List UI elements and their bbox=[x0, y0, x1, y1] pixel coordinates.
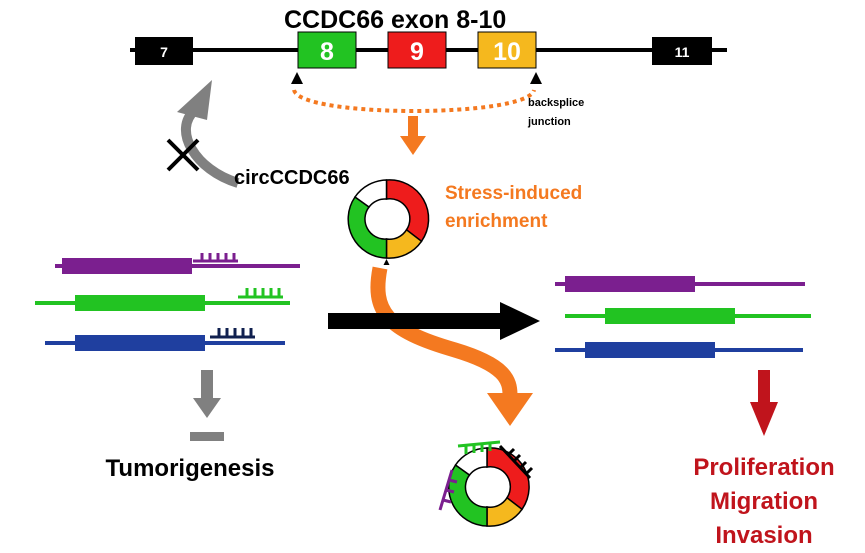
exon-7: 7 bbox=[135, 37, 193, 65]
exon-10-label: 10 bbox=[493, 38, 521, 66]
splice-site-marker-right bbox=[530, 72, 542, 84]
stress-label-line2: enrichment bbox=[445, 211, 548, 232]
circrna-ring-bottom bbox=[447, 447, 530, 527]
gray-inhibit-arrow bbox=[190, 370, 224, 441]
mrna-right-green bbox=[565, 308, 811, 324]
circccdc66-label: circCCDC66 bbox=[234, 167, 350, 189]
outcome-proliferation: Proliferation bbox=[693, 454, 834, 481]
exon-10: 10 bbox=[477, 31, 537, 69]
tumorigenesis-label: Tumorigenesis bbox=[106, 455, 275, 482]
orange-down-arrow bbox=[400, 116, 426, 155]
exon-8: 8 bbox=[297, 31, 357, 69]
black-right-arrow bbox=[328, 302, 540, 340]
mrna-left-blue bbox=[45, 328, 285, 351]
mrna-right-purple bbox=[555, 276, 805, 292]
stress-label-line1: Stress-induced bbox=[445, 183, 582, 204]
diagram-title: CCDC66 exon 8-10 bbox=[284, 6, 506, 34]
gray-curved-arrow bbox=[177, 80, 240, 188]
outcome-invasion: Invasion bbox=[715, 522, 812, 549]
mrna-left-green bbox=[35, 288, 290, 311]
exon-7-label: 7 bbox=[160, 44, 168, 60]
bound-mirna-black bbox=[498, 444, 534, 480]
junction-label: junction bbox=[527, 116, 571, 128]
outcome-migration: Migration bbox=[710, 488, 818, 515]
red-down-arrow bbox=[750, 370, 778, 436]
mrna-right-blue bbox=[555, 342, 803, 358]
block-x-icon bbox=[166, 138, 200, 172]
mrna-left-purple bbox=[55, 253, 300, 274]
exon-11-label: 11 bbox=[675, 44, 690, 60]
exon-8-label: 8 bbox=[320, 38, 334, 66]
circrna-ring-top bbox=[347, 179, 430, 265]
splice-site-marker-left bbox=[291, 72, 303, 84]
bound-mirna-purple bbox=[438, 469, 458, 511]
orange-curved-arrow bbox=[370, 266, 533, 426]
backsplice-label: backsplice bbox=[528, 97, 584, 109]
exon-9: 9 bbox=[387, 31, 447, 69]
backsplice-arc bbox=[292, 88, 536, 113]
exon-11: 11 bbox=[652, 37, 712, 65]
exon-9-label: 9 bbox=[410, 38, 424, 66]
bound-mirna-green bbox=[457, 440, 501, 454]
